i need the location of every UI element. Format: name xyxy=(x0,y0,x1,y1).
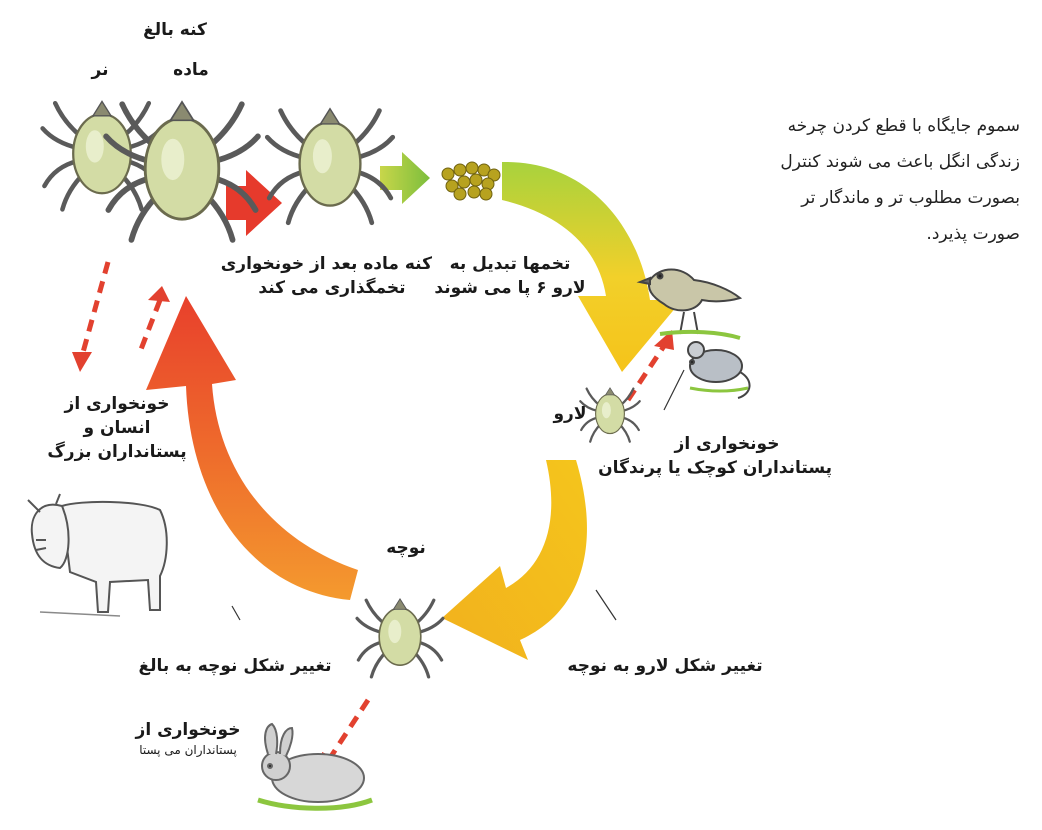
label-adult-host: خونخواری از انسان و پستانداران بزرگ xyxy=(42,392,192,464)
side-note: سموم جایگاه با قطع کردن چرخه زندگی انگل … xyxy=(750,108,1020,252)
label-adult-tick: کنه بالغ xyxy=(120,18,230,42)
tick-icon xyxy=(357,599,443,677)
label-eggs-hatch: تخمها تبدیل به لارو ۶ پا می شوند xyxy=(430,252,590,300)
label-larva: لارو xyxy=(540,402,600,426)
tick-icon xyxy=(43,101,162,209)
tick-icon xyxy=(267,109,392,223)
label-female: ماده xyxy=(146,58,236,82)
label-nymph-host: خونخواری از پستانداران می پستا xyxy=(118,718,258,758)
label-female-feeding: کنه ماده بعد از خونخواری تخمگذاری می کند xyxy=(232,252,432,300)
label-nymph-to-adult: تغییر شکل نوچه به بالغ xyxy=(130,654,340,678)
rabbit-icon xyxy=(258,724,372,808)
label-larva-host: خونخواری از پستانداران کوچک یا پرندگان xyxy=(622,432,832,480)
cow-icon xyxy=(28,494,167,616)
label-larva-to-nymph: تغییر شکل لارو به نوچه xyxy=(560,654,770,678)
mouse-icon xyxy=(688,342,750,398)
arrow-larva-to-nymph xyxy=(442,460,587,660)
egg-cluster-icon xyxy=(442,162,500,200)
label-male: نر xyxy=(70,58,130,82)
label-nymph: نوچه xyxy=(366,536,446,560)
